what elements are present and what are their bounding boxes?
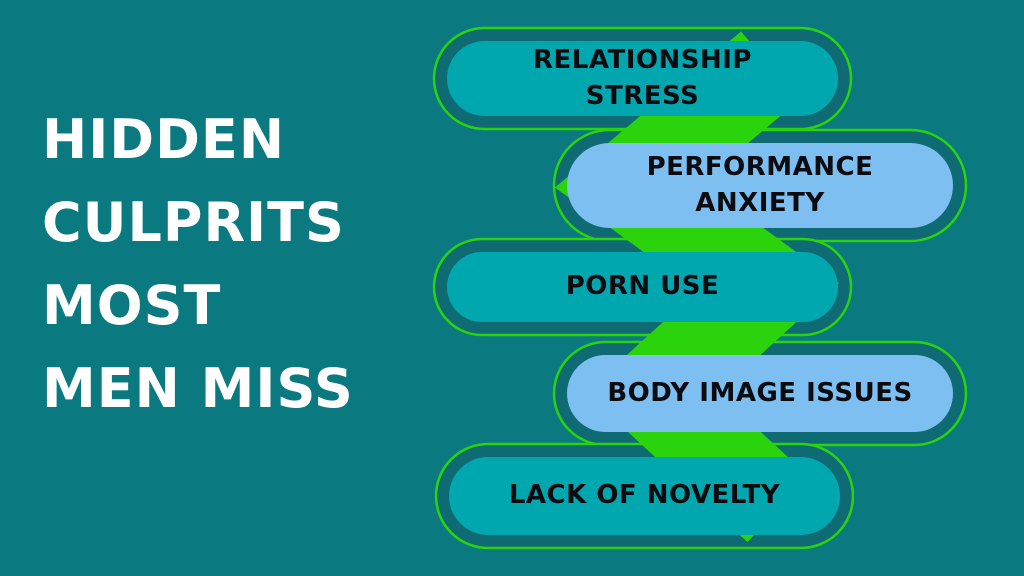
title-line-1: HIDDEN xyxy=(42,108,286,171)
node-body-image-issues: BODY IMAGE ISSUES xyxy=(567,355,953,432)
title-line-4: MEN MISS xyxy=(42,357,354,420)
node-lack-of-novelty: LACK OF NOVELTY xyxy=(449,457,840,535)
node-label: PERFORMANCE ANXIETY xyxy=(646,152,874,218)
node-label: PORN USE xyxy=(565,271,720,302)
node-porn-use: PORN USE xyxy=(447,252,838,322)
page-title: HIDDEN CULPRITS MOST MEN MISS xyxy=(42,98,354,430)
title-line-2: CULPRITS xyxy=(42,191,345,254)
node-performance-anxiety: PERFORMANCE ANXIETY xyxy=(567,143,953,228)
node-label: RELATIONSHIP STRESS xyxy=(533,45,752,111)
title-line-3: MOST xyxy=(42,274,222,337)
node-label: BODY IMAGE ISSUES xyxy=(607,377,913,408)
node-label: LACK OF NOVELTY xyxy=(508,480,781,511)
node-relationship-stress: RELATIONSHIP STRESS xyxy=(447,41,838,116)
